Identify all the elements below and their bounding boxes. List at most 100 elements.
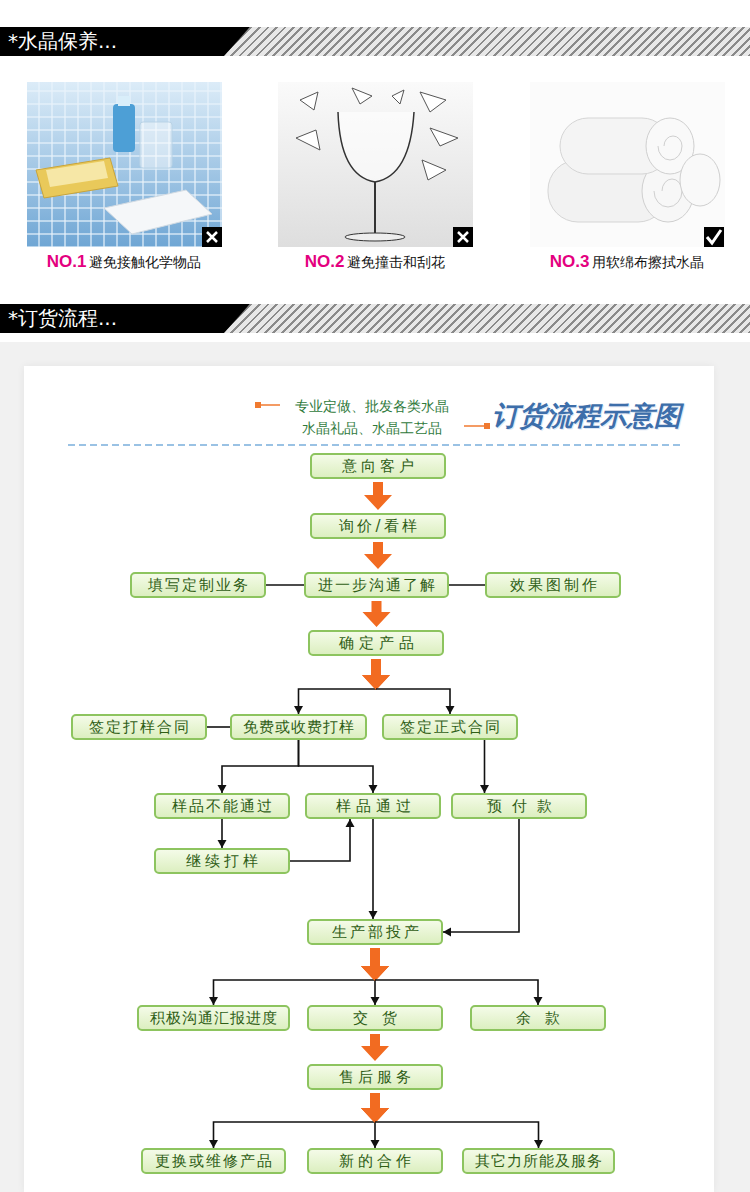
section-band: *订货流程... xyxy=(0,304,250,333)
node-label: 交货 xyxy=(339,1009,411,1028)
arrow-head xyxy=(534,1140,543,1148)
caption-text: 避免接触化学物品 xyxy=(89,254,201,270)
section-band: *水晶保养... xyxy=(0,27,250,56)
node-label: 进一步沟通了解 xyxy=(316,576,437,595)
node-label: 积极沟通汇报进度 xyxy=(149,1009,278,1028)
connector xyxy=(361,948,543,1005)
node-label: 余款 xyxy=(502,1009,574,1028)
block-arrow xyxy=(361,1093,389,1123)
caption-number: NO.1 xyxy=(47,252,87,271)
connector xyxy=(218,819,227,848)
process-box: 新的合作 xyxy=(307,1148,443,1174)
connector xyxy=(364,542,392,569)
node-label: 生产部投产 xyxy=(329,923,422,942)
block-arrow xyxy=(361,948,389,981)
node-label: 新的合作 xyxy=(335,1152,415,1171)
node-label: 售后服务 xyxy=(335,1068,415,1087)
connector-line xyxy=(214,980,376,1005)
process-box: 免费或收费打样 xyxy=(230,714,367,740)
connector xyxy=(480,740,489,793)
label-text: 专业定做、批发各类水晶 xyxy=(295,398,449,414)
node-label: 询价/看样 xyxy=(336,517,419,536)
node-label: 继续打样 xyxy=(182,852,262,871)
flow-decor xyxy=(0,0,750,460)
connector xyxy=(443,819,519,937)
process-box: 签定打样合同 xyxy=(71,714,207,740)
node-label: 预付款 xyxy=(477,797,562,816)
connector xyxy=(361,1034,389,1061)
node-label: 意向客户 xyxy=(338,457,418,476)
arrow-head xyxy=(369,785,378,793)
block-arrow xyxy=(361,948,389,981)
node-label: 其它力所能及服务 xyxy=(474,1152,603,1171)
process-box: 意向客户 xyxy=(310,453,446,479)
node-label: *订货流程... xyxy=(8,305,117,332)
node-label: 更换或维修产品 xyxy=(153,1152,274,1171)
connector xyxy=(363,601,391,627)
connector-line xyxy=(266,584,304,586)
connector xyxy=(290,819,355,861)
process-box: 交货 xyxy=(307,1005,443,1031)
connector-line xyxy=(375,1122,539,1148)
arrow-head xyxy=(346,819,355,827)
photo-caption: NO.1避免接触化学物品 xyxy=(9,252,239,272)
process-box: 售后服务 xyxy=(307,1064,443,1090)
arrow-head xyxy=(443,928,451,937)
connector xyxy=(449,585,485,586)
connector xyxy=(299,740,378,793)
connector-line xyxy=(207,726,230,728)
connector-line xyxy=(214,1122,376,1148)
node-label: 签定正式合同 xyxy=(398,718,502,737)
node-label: 免费或收费打样 xyxy=(242,718,355,737)
label-text: 水晶礼品、水晶工艺品 xyxy=(302,420,442,436)
block-arrow xyxy=(361,1034,389,1061)
connector-line xyxy=(449,584,485,586)
connector-line xyxy=(443,819,519,932)
process-box: 填写定制业务 xyxy=(130,572,266,598)
photo-caption: NO.2避免撞击和刮花 xyxy=(260,252,490,272)
arrow-head xyxy=(446,706,455,714)
banner-line: 水晶礼品、水晶工艺品 xyxy=(272,418,472,438)
node-label: 确定产品 xyxy=(334,634,419,653)
caption-text: 避免撞击和刮花 xyxy=(347,254,445,270)
block-arrow xyxy=(362,659,390,690)
block-arrow xyxy=(363,601,391,627)
connector-line xyxy=(375,980,538,1005)
banner-title: 订货流程示意图 xyxy=(492,398,681,434)
process-box: 签定正式合同 xyxy=(382,714,518,740)
node-label: 效果图制作 xyxy=(507,576,600,595)
process-box: 余款 xyxy=(470,1005,606,1031)
block-arrow xyxy=(361,1093,389,1123)
connector-line xyxy=(299,740,374,793)
caption-number: NO.2 xyxy=(305,252,345,271)
arrow-head xyxy=(209,1140,218,1148)
node-label: 样品不能通过 xyxy=(170,797,274,816)
node-label: 填写定制业务 xyxy=(146,576,250,595)
arrow-head xyxy=(218,785,227,793)
arrow-head xyxy=(371,997,380,1005)
arrow-head xyxy=(534,997,543,1005)
connector xyxy=(207,727,230,728)
block-arrow xyxy=(364,482,392,510)
process-box: 样品不能通过 xyxy=(154,793,290,819)
connector-line xyxy=(290,819,350,861)
connector xyxy=(362,659,455,714)
connector-line xyxy=(222,740,299,793)
process-box: 询价/看样 xyxy=(310,513,446,539)
connector xyxy=(364,482,392,510)
connector xyxy=(218,740,299,793)
arrow-head xyxy=(371,1140,380,1148)
label-text: 订货流程示意图 xyxy=(492,400,681,431)
arrow-head xyxy=(480,785,489,793)
block-arrow xyxy=(361,1093,389,1123)
connector xyxy=(361,1093,389,1148)
arrow-head xyxy=(369,911,378,919)
connector-line xyxy=(372,819,374,919)
process-box: 生产部投产 xyxy=(307,919,443,945)
connector xyxy=(209,948,389,1005)
process-box: 进一步沟通了解 xyxy=(304,572,449,598)
process-box: 其它力所能及服务 xyxy=(462,1148,615,1174)
connector xyxy=(209,1093,389,1148)
process-box: 样品通过 xyxy=(305,793,441,819)
